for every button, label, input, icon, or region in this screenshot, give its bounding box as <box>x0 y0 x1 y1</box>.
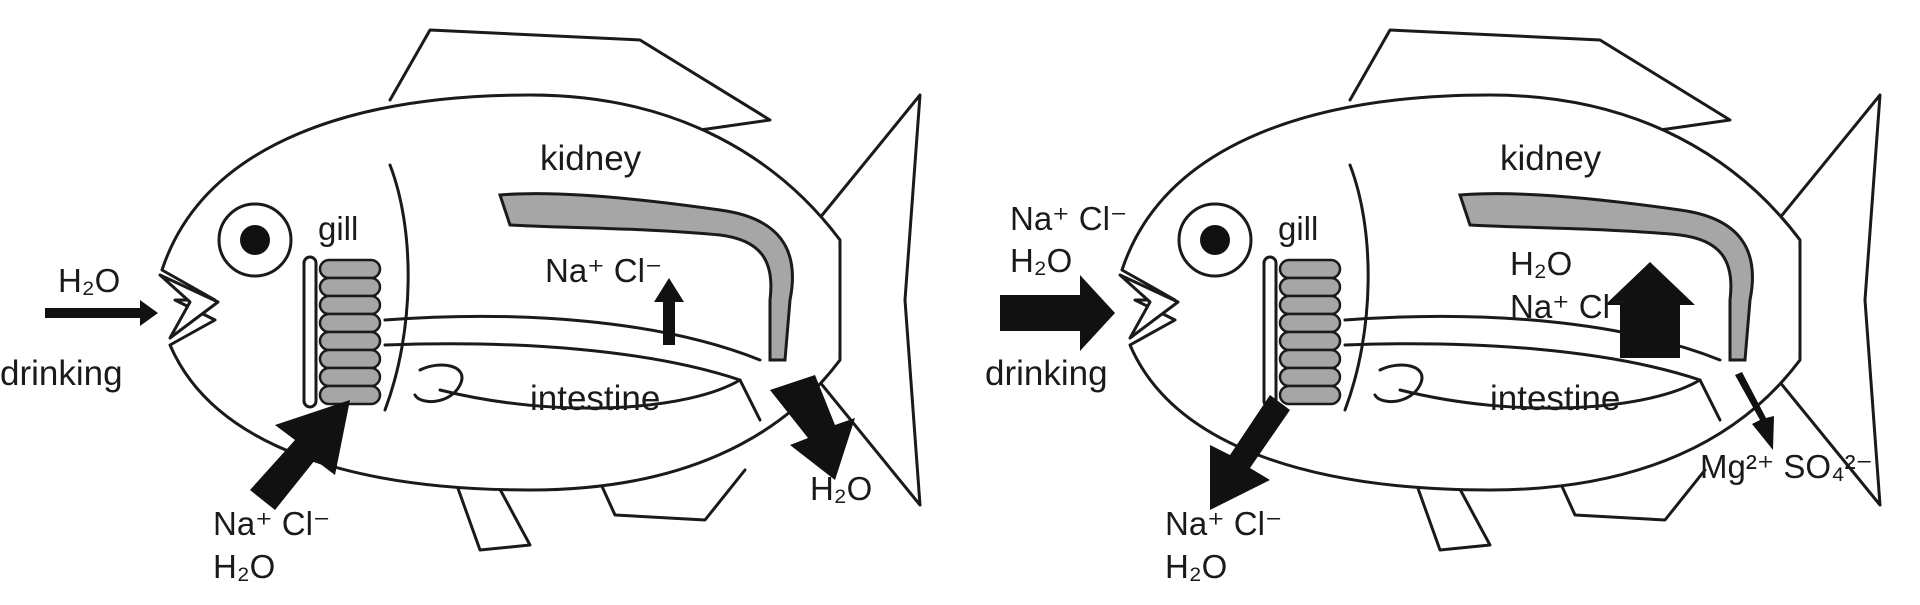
intestine-tube-lower <box>1343 342 1702 382</box>
drinking-arrow-label: H₂O <box>58 262 120 299</box>
arrows-freshwater <box>45 278 855 510</box>
kidney-label: kidney <box>540 139 642 178</box>
drinking-arrow-label-water: H₂O <box>1010 242 1072 279</box>
gill-filament <box>318 348 382 370</box>
intestine-up-label-ions: Na⁺ Cl⁻ <box>1510 288 1627 325</box>
gill-label: gill <box>1278 210 1318 247</box>
gill-filaments-seawater <box>1278 258 1342 406</box>
mouth <box>1118 273 1180 340</box>
fish-body <box>1120 93 1802 492</box>
intestine-label: intestine <box>1490 379 1620 418</box>
gill-in-label-ions: Na⁺ Cl⁻ <box>213 505 330 542</box>
gill-filament <box>1278 384 1342 406</box>
intestine-label: intestine <box>530 379 660 418</box>
drinking-label: drinking <box>0 354 123 393</box>
gill-filament <box>1278 258 1342 280</box>
labels-freshwater: kidney gill intestine drinking H₂O Na⁺ C… <box>0 139 872 585</box>
gill-in-label-water: H₂O <box>213 548 275 585</box>
eye-pupil <box>1200 225 1230 255</box>
gill-filament <box>1278 330 1342 352</box>
operculum-line <box>383 163 410 412</box>
pelvic-fin <box>453 478 532 552</box>
gill-bar <box>302 255 318 409</box>
kidney-label: kidney <box>1500 139 1602 178</box>
drinking-arrow <box>1000 275 1115 351</box>
kidney-freshwater <box>497 192 794 362</box>
gill-filament <box>1278 312 1342 334</box>
eye-pupil <box>240 225 270 255</box>
drinking-label: drinking <box>985 354 1108 393</box>
intestine-tube-upper <box>383 314 762 362</box>
kidney-out-label: Mg²⁺ SO₄²⁻ <box>1700 448 1873 485</box>
arrows-seawater <box>1000 262 1774 510</box>
gill-filament <box>318 330 382 352</box>
gill-filament <box>318 366 382 388</box>
gill-filaments-freshwater <box>318 258 382 406</box>
gill-out-label-water: H₂O <box>1165 548 1227 585</box>
gill-bar <box>1262 255 1278 409</box>
gill-filament <box>1278 294 1342 316</box>
gill-filament <box>318 294 382 316</box>
mouth <box>158 273 220 340</box>
gill-filament <box>1278 276 1342 298</box>
tail-fin <box>1768 93 1882 507</box>
tail-fin <box>808 93 922 507</box>
pelvic-fin <box>1413 478 1492 552</box>
gill-out-arrow <box>1210 395 1290 510</box>
intestine-boundary <box>1398 378 1722 422</box>
intestine-loop <box>1373 363 1424 404</box>
intestine-up-arrow <box>1605 262 1695 358</box>
operculum-line <box>1343 163 1370 412</box>
gill-filament <box>318 276 382 298</box>
kidney-out-arrow <box>770 375 855 480</box>
intestine-up-label: Na⁺ Cl⁻ <box>545 252 662 289</box>
gill-filament <box>1278 348 1342 370</box>
intestine-loop <box>413 363 464 404</box>
gill-out-label-ions: Na⁺ Cl⁻ <box>1165 505 1282 542</box>
drinking-arrow-label-ions: Na⁺ Cl⁻ <box>1010 200 1127 237</box>
intestine-tube-lower <box>383 342 742 382</box>
gill-filament <box>318 312 382 334</box>
gill-filament <box>1278 366 1342 388</box>
drinking-arrow <box>45 300 158 326</box>
gill-filament <box>318 384 382 406</box>
kidney-out-label: H₂O <box>810 470 872 507</box>
kidney-out-arrow <box>1735 372 1774 450</box>
gill-label: gill <box>318 210 358 247</box>
labels-seawater: kidney gill intestine drinking Na⁺ Cl⁻ H… <box>985 139 1873 585</box>
gill-in-arrow <box>250 400 350 510</box>
fish-body <box>160 93 842 492</box>
intestine-up-arrow <box>654 278 684 345</box>
kidney-seawater <box>1457 192 1754 362</box>
intestine-up-label-water: H₂O <box>1510 245 1572 282</box>
intestine-boundary <box>438 378 762 422</box>
gill-filament <box>318 258 382 280</box>
